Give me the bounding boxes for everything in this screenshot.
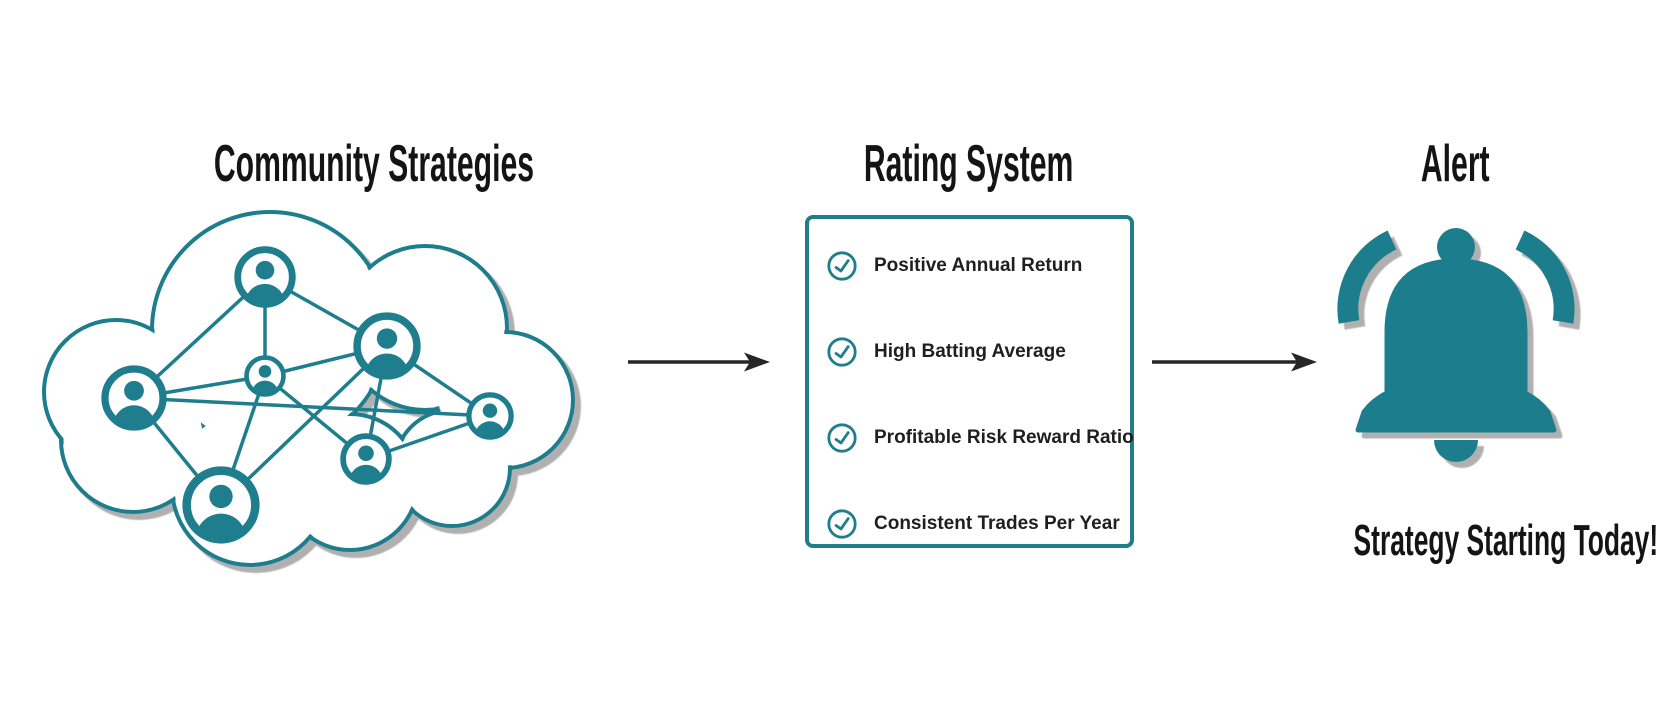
bell-icon: [1337, 228, 1575, 462]
check-circle-icon: [827, 251, 857, 281]
rating-item: Consistent Trades Per Year: [826, 508, 1120, 540]
community-title-text: Community Strategies: [213, 135, 534, 193]
rating-item: High Batting Average: [826, 336, 1066, 368]
alert-title-text: Alert: [1420, 135, 1490, 193]
alert-caption-text: Strategy Starting Today!: [1353, 516, 1659, 565]
rating-title: Rating System: [769, 138, 1169, 190]
alert-title: Alert: [1255, 138, 1655, 190]
rating-item: Positive Annual Return: [826, 250, 1082, 282]
community-title: Community Strategies: [98, 138, 534, 190]
cloud-shape-icon: [42, 210, 575, 567]
check-circle-icon: [827, 509, 857, 539]
rating-system-box: Positive Annual Return High Batting Aver…: [805, 215, 1134, 548]
rating-item-label: Profitable Risk Reward Ratio: [874, 427, 1134, 448]
arrow-community-to-rating: [628, 352, 770, 372]
bell-wave-right-icon: [1515, 230, 1575, 324]
rating-item-label: Positive Annual Return: [874, 255, 1083, 276]
rating-item-label: High Batting Average: [874, 341, 1066, 362]
bell-wave-left-icon: [1337, 230, 1397, 324]
check-circle-icon: [827, 337, 857, 367]
rating-item: Profitable Risk Reward Ratio: [826, 422, 1134, 454]
rating-item-label: Consistent Trades Per Year: [874, 513, 1120, 534]
arrow-rating-to-alert: [1152, 352, 1317, 372]
rating-title-text: Rating System: [864, 135, 1074, 193]
alert-caption: Strategy Starting Today!: [1252, 519, 1668, 563]
check-circle-icon: [827, 423, 857, 453]
